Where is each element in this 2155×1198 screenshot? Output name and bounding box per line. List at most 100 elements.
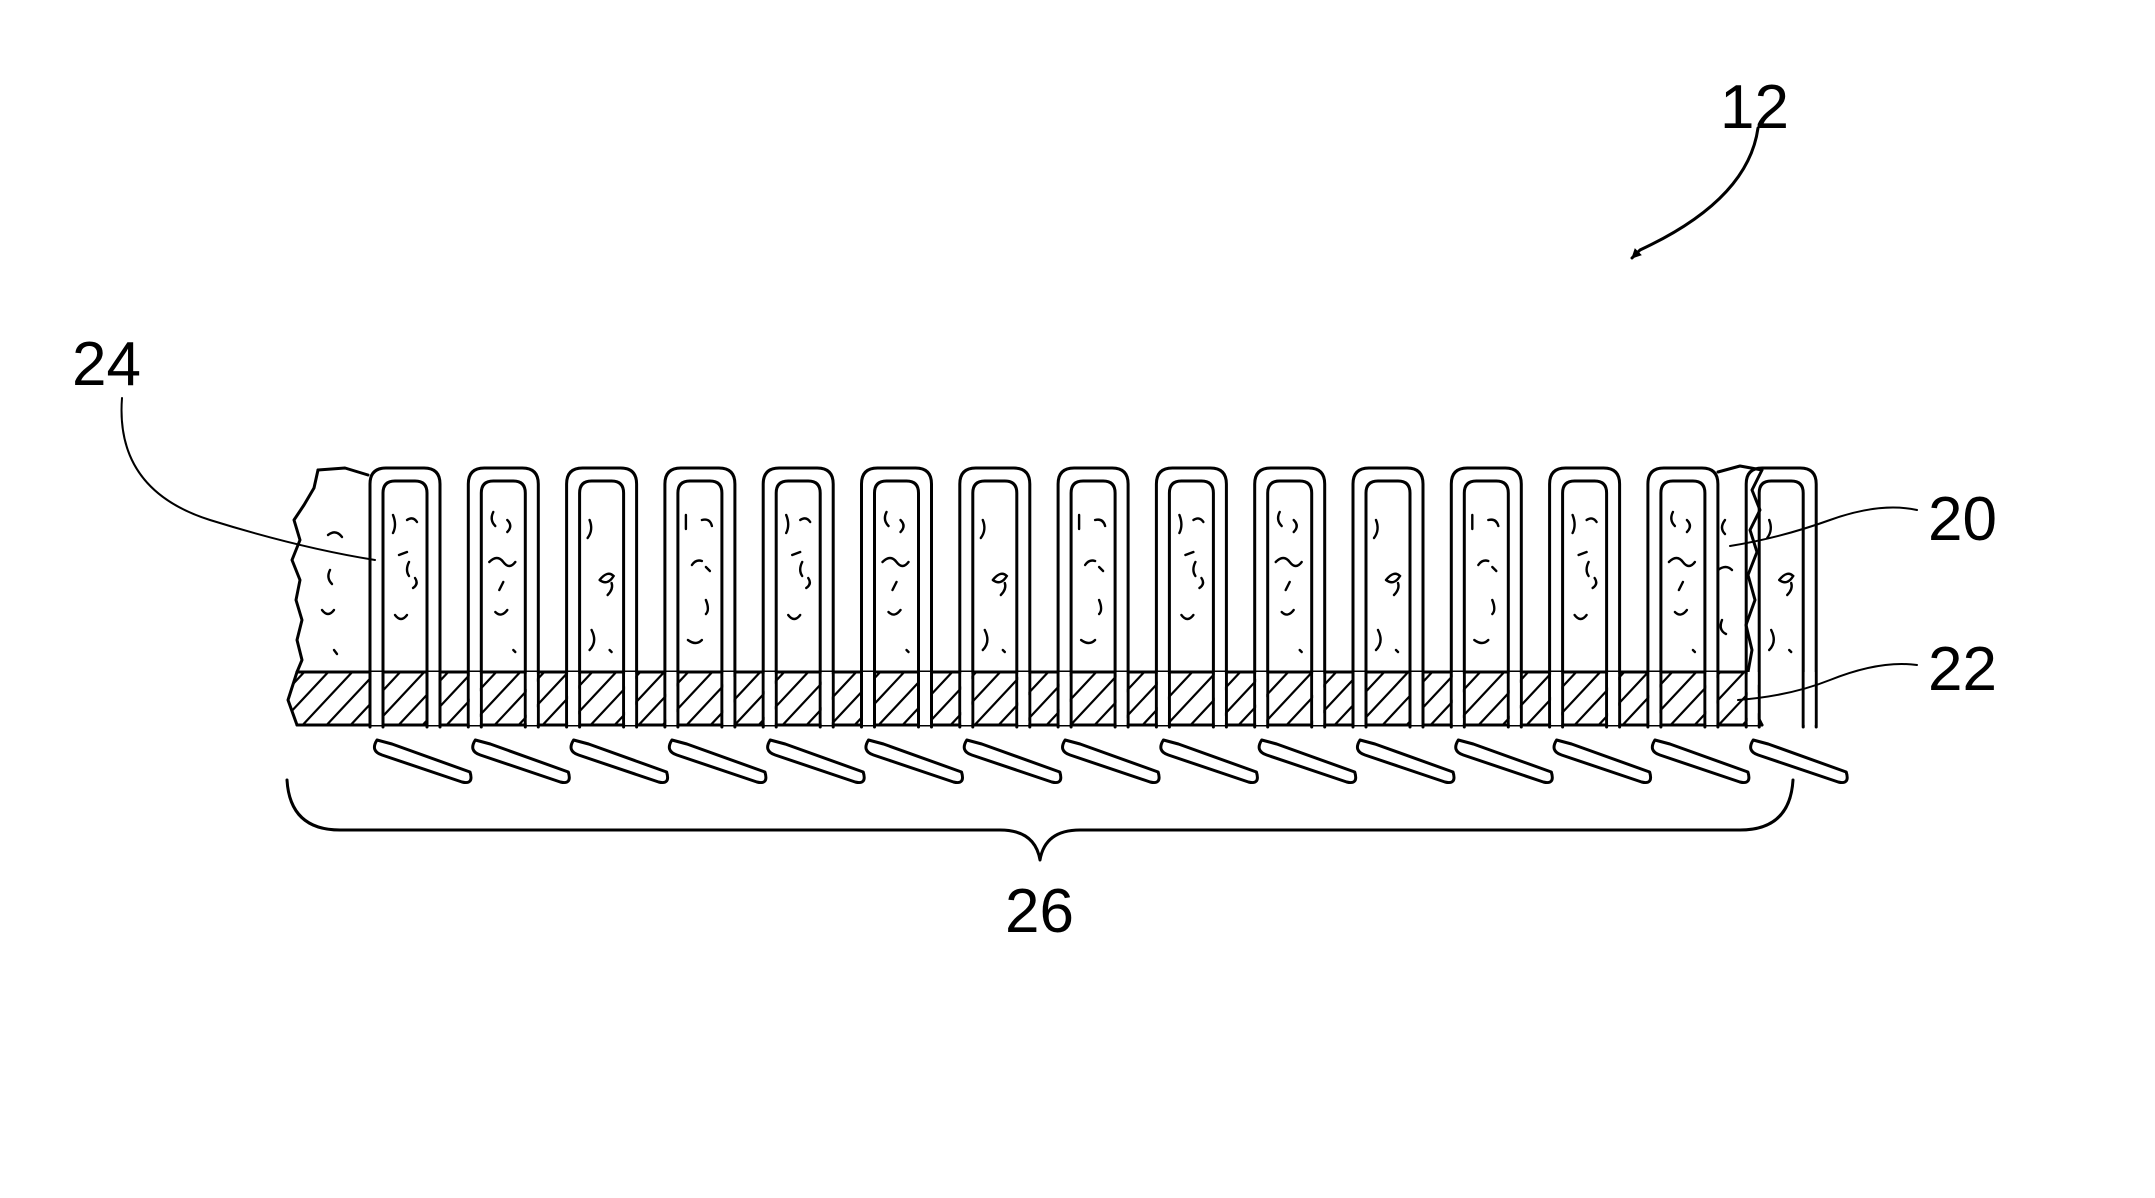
fiber-squiggle	[1300, 650, 1302, 652]
loop-leg	[1608, 672, 1618, 725]
fiber-squiggle	[806, 578, 810, 588]
back-stitch	[1751, 740, 1848, 783]
fiber-squiggle	[1085, 561, 1103, 572]
loop-leg	[765, 672, 775, 725]
fiber-squiggle	[328, 570, 332, 584]
pile-loop-inner	[776, 481, 820, 727]
loop-leg	[1117, 672, 1127, 725]
loop-leg	[1551, 672, 1561, 725]
back-stitch	[768, 740, 865, 783]
fiber-squiggle	[1573, 515, 1575, 533]
fiber-squiggle	[499, 582, 503, 590]
loop-leg	[625, 672, 635, 725]
label-26: 26	[1005, 877, 1074, 946]
loop-leg	[863, 672, 873, 725]
fiber-squiggle	[883, 558, 909, 566]
fiber-squiggle	[1675, 610, 1687, 615]
face-fiber-mass	[292, 466, 1762, 672]
fiber-squiggle	[786, 515, 788, 533]
fiber-squiggle	[901, 520, 904, 532]
fiber-squiggle	[1286, 582, 1290, 590]
loop-leg	[666, 672, 676, 725]
loop-leg	[1453, 672, 1463, 725]
fiber-squiggle	[889, 610, 901, 615]
fiber-squiggle	[1294, 520, 1297, 532]
fiber-squiggle	[492, 512, 496, 526]
loop-leg	[527, 672, 537, 725]
back-stitch	[1063, 740, 1160, 783]
pile-loop-inner	[973, 481, 1017, 727]
fiber-squiggle	[1575, 615, 1587, 619]
back-stitch	[669, 740, 766, 783]
fiber-squiggle	[1199, 578, 1203, 588]
loop-leg	[1018, 672, 1028, 725]
fiber-squiggle	[1492, 600, 1494, 614]
loop-leg	[1215, 672, 1225, 725]
fiber-squiggle	[1181, 615, 1193, 619]
back-stitch	[374, 740, 471, 783]
fiber-squiggle	[1671, 512, 1675, 526]
fiber-squiggle	[1593, 578, 1597, 588]
fiber-squiggle	[792, 552, 802, 576]
label-12: 12	[1720, 73, 1789, 142]
loop-leg	[1805, 672, 1815, 725]
fiber-squiggle	[1095, 520, 1105, 526]
fiber-squiggle	[1722, 520, 1725, 534]
fiber-squiggle	[1179, 515, 1181, 533]
loop-leg	[1706, 672, 1716, 725]
fiber-squiggle	[507, 520, 510, 532]
pile-loop-inner	[1366, 481, 1410, 727]
fiber-squiggle	[407, 518, 417, 522]
loop-leg	[1060, 672, 1070, 725]
fiber-squiggle	[1376, 630, 1381, 650]
fiber-squiggle	[1394, 583, 1399, 595]
fiber-squiggle	[1693, 650, 1695, 652]
fiber-squiggle	[1789, 650, 1791, 652]
label-22: 22	[1928, 635, 1997, 704]
fiber-squiggle	[590, 630, 595, 650]
fiber-squiggle	[1276, 558, 1302, 566]
fiber-squiggle	[702, 520, 712, 526]
fiber-squiggle	[334, 650, 337, 654]
pile-loop-inner	[580, 481, 624, 727]
fiber-squiggle	[1474, 640, 1488, 643]
fiber-squiggle	[1282, 610, 1294, 615]
fiber-squiggle	[608, 583, 613, 595]
fiber-squiggle	[1767, 520, 1771, 538]
fiber-squiggle	[1779, 574, 1793, 583]
loop-leg	[1256, 672, 1266, 725]
fiber-squiggle	[1587, 518, 1597, 522]
fiber-squiggle	[1374, 520, 1378, 538]
fiber-squiggle	[1396, 650, 1398, 652]
pile-loop-inner	[383, 481, 427, 727]
fiber-squiggle	[788, 615, 800, 619]
fiber-squiggle	[800, 518, 810, 522]
pile-loop-inner	[678, 481, 722, 727]
fiber-squiggle	[706, 600, 708, 614]
fiber-squiggle	[395, 615, 407, 619]
fiber-squiggle	[513, 650, 515, 652]
fiber-squiggle	[1099, 600, 1101, 614]
pile-loop-inner	[1071, 481, 1115, 727]
pile-loop-inner	[1661, 481, 1705, 727]
back-stitch	[1554, 740, 1651, 783]
back-stitch	[1652, 740, 1749, 783]
loop-leg	[470, 672, 480, 725]
fiber-squiggle	[328, 532, 342, 537]
loop-leg	[1313, 672, 1323, 725]
fiber-squiggle	[600, 574, 614, 583]
fiber-squiggle	[981, 520, 985, 538]
fiber-squiggle	[1003, 650, 1005, 652]
fiber-squiggle	[1185, 552, 1195, 576]
loop-leg	[920, 672, 930, 725]
bracket-26	[287, 780, 1793, 860]
loop-leg	[822, 672, 832, 725]
back-stitch	[1357, 740, 1454, 783]
loop-leg	[568, 672, 578, 725]
leader-24	[122, 398, 375, 560]
loop-leg	[1510, 672, 1520, 725]
fiber-squiggle	[413, 578, 417, 588]
fiber-squiggle	[393, 515, 395, 533]
fiber-squiggle	[893, 582, 897, 590]
fiber-squiggle	[610, 650, 612, 652]
